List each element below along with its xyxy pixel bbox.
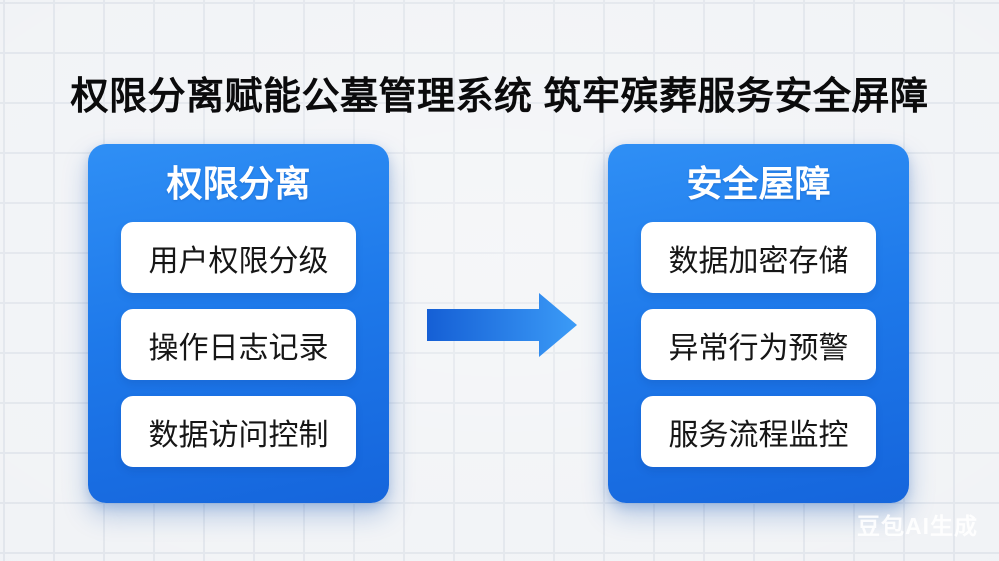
- panel-permission-separation-cards: 用户权限分级 操作日志记录 数据访问控制: [88, 222, 389, 467]
- feature-card-operation-log-recording: 操作日志记录: [121, 309, 356, 380]
- panel-security-barrier-header: 安全屋障: [686, 163, 831, 204]
- feature-card-service-process-monitoring: 服务流程监控: [641, 396, 876, 467]
- feature-card-data-encrypted-storage: 数据加密存储: [641, 222, 876, 293]
- page-title: 权限分离赋能公墓管理系统 筑牢殡葬服务安全屏障: [70, 76, 929, 119]
- panel-security-barrier-cards: 数据加密存储 异常行为预警 服务流程监控: [608, 222, 909, 467]
- arrow-right-icon: [427, 293, 577, 357]
- feature-card-user-permission-grading: 用户权限分级: [121, 222, 356, 293]
- panel-security-barrier: 安全屋障 数据加密存储 异常行为预警 服务流程监控: [608, 144, 909, 503]
- watermark-doubao-ai: 豆包AI生成: [857, 513, 978, 539]
- panel-permission-separation: 权限分离 用户权限分级 操作日志记录 数据访问控制: [88, 144, 389, 503]
- panel-permission-separation-header: 权限分离: [166, 163, 311, 204]
- feature-card-abnormal-behavior-warning: 异常行为预警: [641, 309, 876, 380]
- feature-card-data-access-control: 数据访问控制: [121, 396, 356, 467]
